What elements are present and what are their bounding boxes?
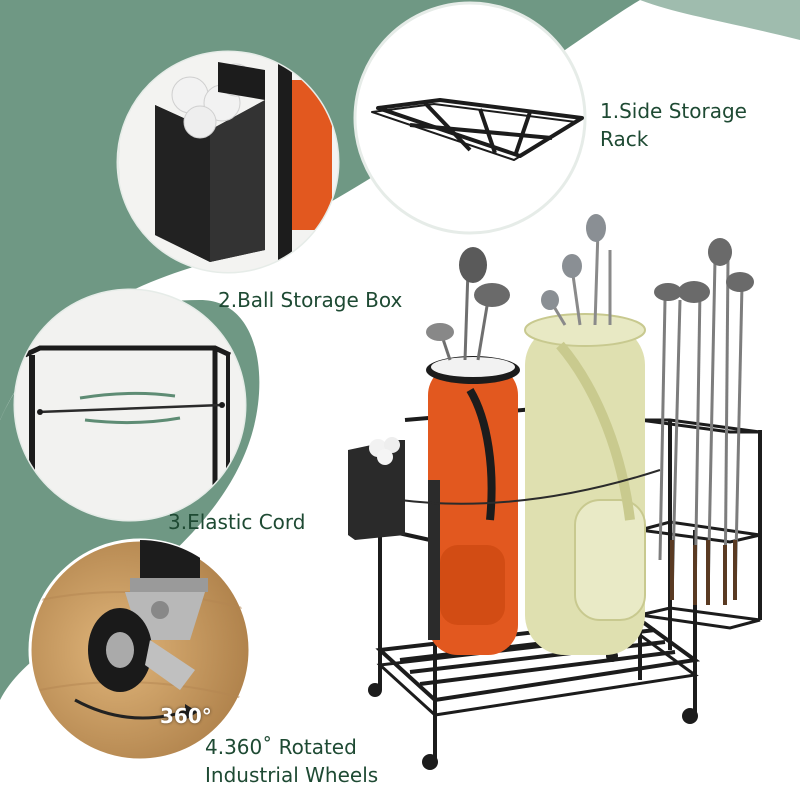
wheel-detail: [28, 538, 252, 762]
ball-storage-box-label-line1: 2.Ball Storage Box: [218, 288, 403, 312]
elastic-cord-label: 3.Elastic Cord: [168, 508, 305, 536]
rotation-360-badge: 360°: [160, 704, 212, 728]
orange-golf-bag: [426, 247, 520, 655]
side-storage-rack-label-line2: Rack: [600, 127, 649, 151]
golf-rack-product: [348, 214, 762, 770]
wheels-label: 4.360˚ Rotated Industrial Wheels: [205, 733, 378, 789]
elastic-cord-label-line1: 3.Elastic Cord: [168, 510, 306, 534]
ball-box-detail: [116, 50, 340, 274]
caster-wheel-icon: [39, 540, 250, 720]
ball-box-icon: [155, 62, 265, 262]
side-storage-rack-label: 1.Side Storage Rack: [600, 97, 747, 153]
side-storage-rack-label-line1: 1.Side Storage: [600, 99, 747, 123]
wire-rack-icon: [371, 98, 584, 161]
side-rack-detail: [353, 1, 587, 235]
ball-storage-box-label: 2.Ball Storage Box: [218, 286, 402, 314]
cream-golf-bag: [524, 214, 646, 655]
background-swoosh-right: [640, 0, 800, 40]
wheels-label-line1: 4.360˚ Rotated: [205, 735, 357, 759]
elastic-cord-detail: [13, 288, 247, 522]
wheels-label-line2: Industrial Wheels: [205, 763, 379, 787]
